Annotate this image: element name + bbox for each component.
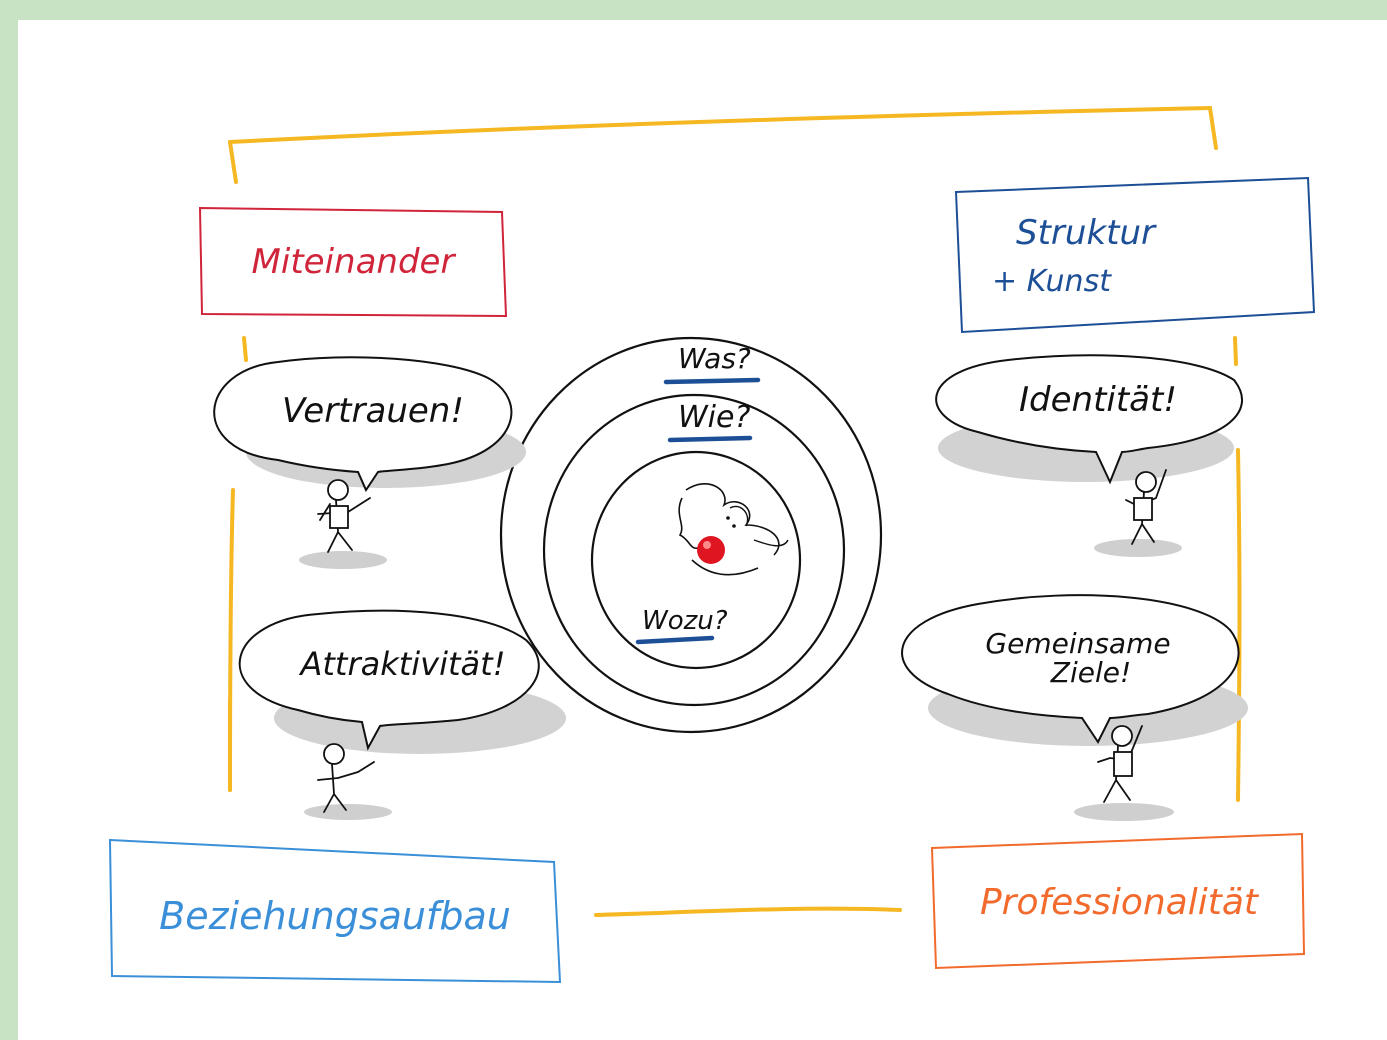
figure-left-upper-icon (299, 479, 387, 569)
box-struktur-kunst: Struktur + Kunst (962, 190, 1308, 324)
box-miteinander: Miteinander (202, 212, 504, 314)
bubble-identitaet: Identität! (948, 356, 1248, 446)
concentric-circles (499, 336, 883, 734)
bottom-connector-line (594, 906, 902, 917)
right-connector-line (1236, 448, 1242, 802)
wozu-underline (635, 635, 715, 645)
bubble-attraktivitaet-shape (238, 609, 540, 751)
box-beziehungsaufbau-frame (108, 838, 562, 984)
bubble-vertrauen: Vertrauen! (238, 362, 508, 462)
bubble-attraktivitaet-label: Attraktivität! (300, 645, 506, 684)
bubble-ziele-label: Ziele! (1050, 656, 1132, 689)
bubble-gemeinsame-ziele: Gemeinsame Ziele! (918, 604, 1238, 712)
box-professionalitaet-frame (930, 832, 1306, 970)
figure-right-lower-icon (1074, 725, 1174, 821)
wie-underline (667, 435, 753, 443)
left-short-tick (242, 336, 248, 362)
diagram-canvas: Miteinander Struktur + Kunst Beziehungsa… (18, 20, 1387, 1040)
stick-figures (299, 469, 1182, 821)
bubble-gemeinsame-label: Gemeinsame (985, 626, 1171, 660)
bubble-identitaet-shape (935, 354, 1244, 485)
speech-bubbles (213, 354, 1248, 754)
circle-label-wie: Wie? (678, 400, 751, 435)
clown-face (678, 483, 789, 576)
box-struktur-frame (954, 176, 1316, 334)
bubble-attraktivitaet: Attraktivität! (258, 614, 548, 716)
box-professionalitaet: Professionalität (936, 842, 1302, 964)
circle-label-was: Was? (678, 342, 751, 375)
box-professionalitaet-label: Professionalität (979, 882, 1259, 924)
yellow-connectors (228, 105, 1242, 917)
circle-label-underlines (635, 377, 761, 645)
box-kunst-label: + Kunst (992, 264, 1111, 300)
bubble-ziele-shape (901, 594, 1240, 744)
was-underline (663, 377, 761, 385)
clown-nose-icon (697, 536, 725, 564)
right-short-tick (1233, 336, 1238, 366)
box-miteinander-frame (198, 206, 508, 318)
outer-circle (499, 336, 883, 734)
bubble-identitaet-label: Identität! (1019, 380, 1177, 421)
bubble-vertrauen-shape (213, 356, 513, 493)
figure-left-lower-icon (304, 743, 392, 820)
box-miteinander-label: Miteinander (251, 242, 455, 283)
box-struktur-label: Struktur (1016, 213, 1155, 254)
bubble-vertrauen-label: Vertrauen! (282, 391, 464, 432)
box-beziehungsaufbau-label: Beziehungsaufbau (159, 894, 511, 939)
top-connector-line (228, 105, 1218, 150)
top-left-tick (228, 140, 238, 184)
circle-label-wozu: Wozu? (642, 606, 728, 636)
diagram-drawing (108, 105, 1316, 984)
middle-circle (542, 393, 846, 707)
figure-right-upper-icon (1094, 469, 1182, 557)
inner-circle (590, 450, 802, 670)
box-beziehungsaufbau: Beziehungsaufbau (114, 856, 556, 978)
